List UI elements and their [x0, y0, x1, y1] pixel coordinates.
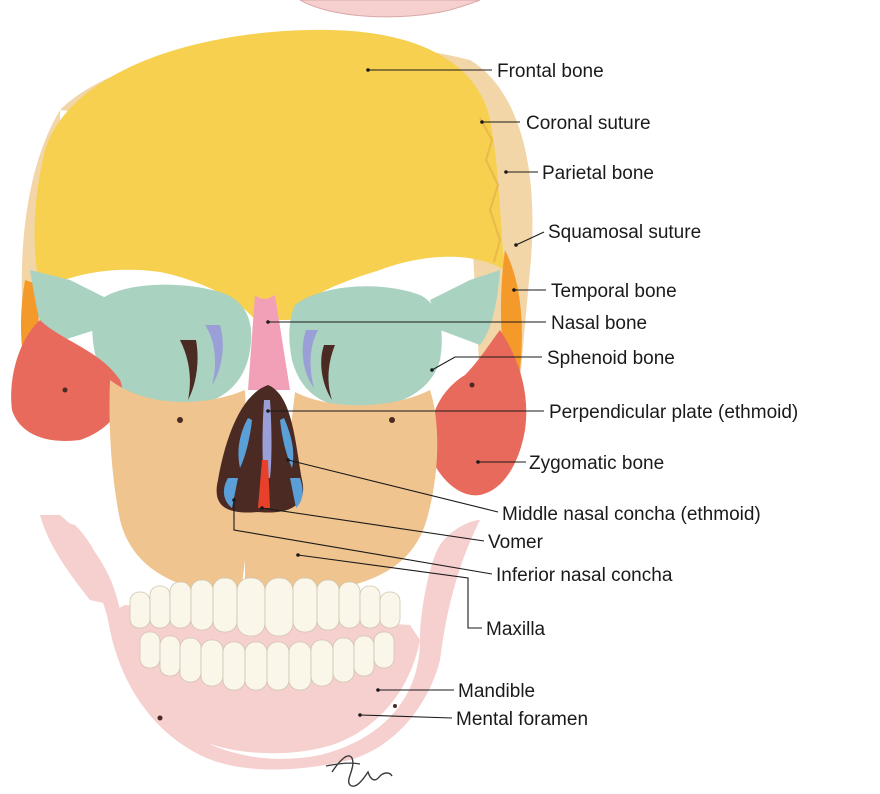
label-sphenoid-bone: Sphenoid bone	[547, 348, 675, 369]
lower-tooth-9	[311, 640, 333, 686]
upper-tooth-10	[339, 582, 360, 628]
leader-dot-temporal-bone	[512, 288, 516, 292]
leader-dot-middle-nasal-concha	[286, 458, 290, 462]
lower-tooth-5	[223, 642, 245, 690]
orbit-right	[289, 286, 442, 408]
mental-foramen-dot-right	[393, 704, 397, 708]
leader-dot-perpendicular-plate	[266, 409, 270, 413]
label-parietal-bone: Parietal bone	[542, 163, 654, 184]
mental-foramen-dot	[158, 716, 163, 721]
leader-dot-mental-foramen	[358, 713, 362, 717]
zygomatic-right	[429, 330, 526, 495]
label-maxilla: Maxilla	[486, 619, 546, 640]
label-nasal-bone: Nasal bone	[551, 313, 647, 334]
top-partial-shape	[300, 0, 480, 17]
leader-dot-mandible	[376, 688, 380, 692]
upper-tooth-7	[265, 578, 293, 636]
label-coronal-suture: Coronal suture	[526, 113, 651, 134]
lower-tooth-8	[289, 642, 311, 690]
upper-tooth-11	[360, 586, 380, 628]
label-inferior-nasal-concha: Inferior nasal concha	[496, 565, 673, 586]
leader-dot-maxilla	[296, 553, 300, 557]
lower-tooth-2	[160, 636, 180, 676]
leader-dot-nasal-bone	[266, 320, 270, 324]
lower-tooth-10	[333, 638, 354, 682]
leader-dot-vomer	[260, 506, 264, 510]
upper-tooth-5	[213, 578, 237, 632]
leader-dot-frontal-bone	[366, 68, 370, 72]
leader-dot-zygomatic-bone	[476, 460, 480, 464]
artist-signature	[332, 756, 392, 786]
upper-tooth-9	[317, 580, 339, 630]
lower-tooth-12	[374, 632, 394, 668]
label-temporal-bone: Temporal bone	[551, 281, 677, 302]
lower-tooth-6	[245, 642, 267, 690]
lower-tooth-3	[180, 638, 201, 682]
upper-tooth-2	[150, 586, 170, 628]
leader-dot-parietal-bone	[504, 170, 508, 174]
upper-tooth-12	[380, 592, 400, 628]
label-middle-nasal-concha: Middle nasal concha (ethmoid)	[502, 504, 761, 525]
zygomatic-foramen-left	[63, 388, 68, 393]
upper-tooth-8	[293, 578, 317, 632]
leader-dot-sphenoid-bone	[430, 368, 434, 372]
upper-tooth-4	[191, 580, 213, 630]
label-squamosal-suture: Squamosal suture	[548, 222, 701, 243]
supraorbital-foramen-left	[177, 417, 183, 423]
leader-dot-squamosal-suture	[514, 243, 518, 247]
label-frontal-bone: Frontal bone	[497, 61, 604, 82]
label-mandible: Mandible	[458, 681, 535, 702]
supraorbital-foramen-right	[389, 417, 395, 423]
leader-dot-coronal-suture	[480, 120, 484, 124]
upper-tooth-1	[130, 592, 150, 628]
upper-tooth-3	[170, 582, 191, 628]
label-mental-foramen: Mental foramen	[456, 709, 588, 730]
mandible-ramus-left	[40, 515, 112, 605]
frontal-bone-region	[35, 30, 505, 320]
lower-tooth-1	[140, 632, 160, 668]
leader-dot-inferior-nasal-concha	[232, 498, 236, 502]
label-zygomatic-bone: Zygomatic bone	[529, 453, 664, 474]
zygomatic-foramen-right	[470, 383, 475, 388]
lower-tooth-4	[201, 640, 223, 686]
lower-tooth-11	[354, 636, 374, 676]
label-perpendicular-plate: Perpendicular plate (ethmoid)	[549, 402, 798, 423]
label-vomer: Vomer	[488, 532, 544, 553]
upper-tooth-6	[237, 578, 265, 636]
lower-tooth-7	[267, 642, 289, 690]
